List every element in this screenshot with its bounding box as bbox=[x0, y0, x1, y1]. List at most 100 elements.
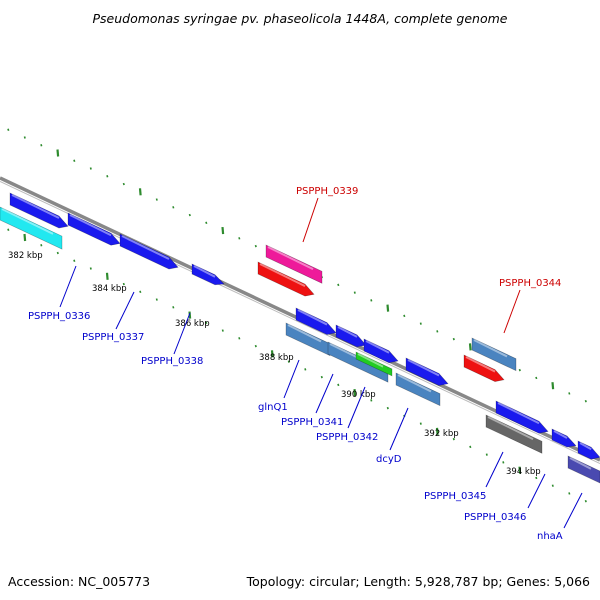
inner-ring-tick bbox=[353, 389, 357, 397]
gene-label-pspph-0338[interactable]: PSPPH_0338 bbox=[141, 356, 203, 367]
outer-ring-tick bbox=[73, 159, 76, 163]
tick-label-384: 384 kbp bbox=[92, 284, 127, 294]
outer-ring-tick bbox=[138, 188, 142, 196]
gene-feature-nhaa-a[interactable] bbox=[577, 440, 600, 460]
gene-label-pspph-0342[interactable]: PSPPH_0342 bbox=[316, 432, 378, 443]
inner-ring-tick bbox=[73, 259, 76, 263]
gene-feature-0338a[interactable] bbox=[119, 233, 179, 270]
inner-ring-tick bbox=[370, 399, 373, 402]
gene-feature-nhaa[interactable] bbox=[567, 455, 600, 484]
outer-ring-tick bbox=[419, 322, 422, 325]
gene-label-nhaa[interactable]: nhaA bbox=[537, 531, 563, 542]
outer-ring-tick bbox=[353, 291, 356, 294]
inner-ring-tick bbox=[320, 375, 323, 379]
gene-feature-0344a[interactable] bbox=[471, 337, 517, 372]
map-title: Pseudomonas syringae pv. phaseolicola 14… bbox=[92, 11, 507, 26]
gene-label-pspph-0341[interactable]: PSPPH_0341 bbox=[281, 417, 343, 428]
gene-label-dcyd[interactable]: dcyD bbox=[376, 454, 402, 465]
gene-label-pspph-0336[interactable]: PSPPH_0336 bbox=[28, 311, 90, 322]
inner-ring-tick bbox=[238, 337, 241, 340]
gene-features bbox=[0, 192, 600, 484]
leader-0337 bbox=[115, 291, 135, 330]
label-leaders bbox=[59, 197, 583, 529]
gene-feature-0346[interactable] bbox=[485, 414, 543, 454]
gene-feature-0344[interactable] bbox=[463, 354, 505, 382]
gene-label-pspph-0344[interactable]: PSPPH_0344 bbox=[499, 278, 561, 289]
accession-text: Accession: NC_005773 bbox=[8, 574, 150, 589]
inner-ring-tick bbox=[304, 368, 307, 371]
scale-labels: 382 kbp 384 kbp 386 kbp 388 kbp 390 kbp … bbox=[8, 251, 541, 477]
outer-ring-tick bbox=[7, 128, 10, 131]
inner-ring-tick bbox=[386, 406, 389, 410]
inner-ring-tick bbox=[452, 437, 455, 441]
outer-ring-tick bbox=[584, 399, 587, 403]
inner-ring-tick bbox=[139, 290, 142, 294]
inner-ring-tick bbox=[518, 466, 522, 474]
outer-ring-tick bbox=[551, 382, 555, 390]
inner-ring-tick bbox=[172, 306, 175, 309]
outer-ring-tick bbox=[468, 343, 472, 351]
leader-0345 bbox=[485, 451, 504, 488]
outer-ring-tick bbox=[89, 167, 92, 170]
outer-ring-tick bbox=[155, 198, 158, 201]
outer-ring-tick bbox=[188, 213, 191, 217]
gene-feature-0338b[interactable] bbox=[191, 263, 225, 286]
inner-ring-tick bbox=[89, 267, 92, 270]
outer-ring-tick bbox=[106, 175, 109, 178]
inner-ring-tick bbox=[469, 445, 472, 449]
outer-ring-tick bbox=[535, 376, 538, 380]
gene-feature-0336a[interactable] bbox=[9, 192, 69, 229]
scale-ticks bbox=[7, 128, 587, 503]
outer-ring-tick bbox=[122, 182, 125, 186]
inner-ring-tick bbox=[535, 476, 538, 480]
gene-feature-0346b[interactable] bbox=[551, 428, 577, 448]
gene-feature-0345[interactable] bbox=[495, 400, 549, 434]
outer-ring-tick bbox=[403, 314, 406, 318]
gene-feature-0339b[interactable] bbox=[257, 261, 315, 297]
inner-ring-tick bbox=[23, 233, 27, 242]
outer-ring-tick bbox=[452, 337, 455, 341]
inner-ring-tick bbox=[105, 272, 109, 280]
gene-label-pspph-0346[interactable]: PSPPH_0346 bbox=[464, 512, 526, 523]
gene-feature-0342b[interactable] bbox=[363, 338, 399, 364]
tick-label-386: 386 kbp bbox=[175, 319, 210, 329]
outer-ring-tick bbox=[40, 144, 43, 147]
inner-ring-tick bbox=[56, 251, 59, 255]
inner-ring-tick bbox=[435, 427, 439, 435]
tick-label-388: 388 kbp bbox=[259, 353, 294, 363]
gene-feature-0342[interactable] bbox=[355, 351, 393, 377]
gene-feature-0337[interactable] bbox=[67, 212, 121, 246]
gene-feature-dcyd[interactable] bbox=[395, 372, 441, 407]
gene-feature-0339[interactable] bbox=[265, 244, 323, 284]
leader-0336 bbox=[59, 265, 77, 308]
inner-ring-tick bbox=[551, 484, 554, 487]
outer-ring-tick bbox=[205, 221, 208, 225]
gene-feature-dcyd-a[interactable] bbox=[405, 357, 449, 386]
topology-text: Topology: circular; Length: 5,928,787 bp… bbox=[246, 574, 590, 589]
outer-ring-tick bbox=[370, 299, 373, 302]
outer-ring-tick bbox=[436, 330, 439, 333]
outer-ring-tick bbox=[568, 392, 571, 395]
inner-ring-tick bbox=[337, 383, 340, 387]
gene-label-pspph-0345[interactable]: PSPPH_0345 bbox=[424, 491, 486, 502]
gene-feature-glnq1a[interactable] bbox=[295, 307, 337, 335]
gene-feature-0336b[interactable] bbox=[0, 206, 63, 250]
inner-ring-tick bbox=[7, 228, 10, 231]
gene-label-pspph-0339[interactable]: PSPPH_0339 bbox=[296, 186, 358, 197]
leader-0342 bbox=[347, 386, 366, 429]
leader-0346 bbox=[527, 473, 546, 509]
leader-nhaa bbox=[563, 492, 583, 529]
outer-ring-tick bbox=[386, 304, 390, 312]
inner-ring-tick bbox=[221, 329, 224, 332]
inner-ring-tick bbox=[584, 499, 587, 503]
leader-0341 bbox=[315, 373, 334, 414]
inner-ring-tick bbox=[419, 422, 422, 425]
gene-label-glnq1[interactable]: glnQ1 bbox=[258, 402, 288, 413]
gene-feature-glnq1b[interactable] bbox=[285, 322, 331, 357]
leader-glnq1 bbox=[283, 359, 300, 399]
gene-label-pspph-0337[interactable]: PSPPH_0337 bbox=[82, 332, 144, 343]
gene-feature-0341a[interactable] bbox=[335, 324, 367, 348]
tick-label-382: 382 kbp bbox=[8, 251, 43, 261]
tick-label-394: 394 kbp bbox=[506, 467, 541, 477]
